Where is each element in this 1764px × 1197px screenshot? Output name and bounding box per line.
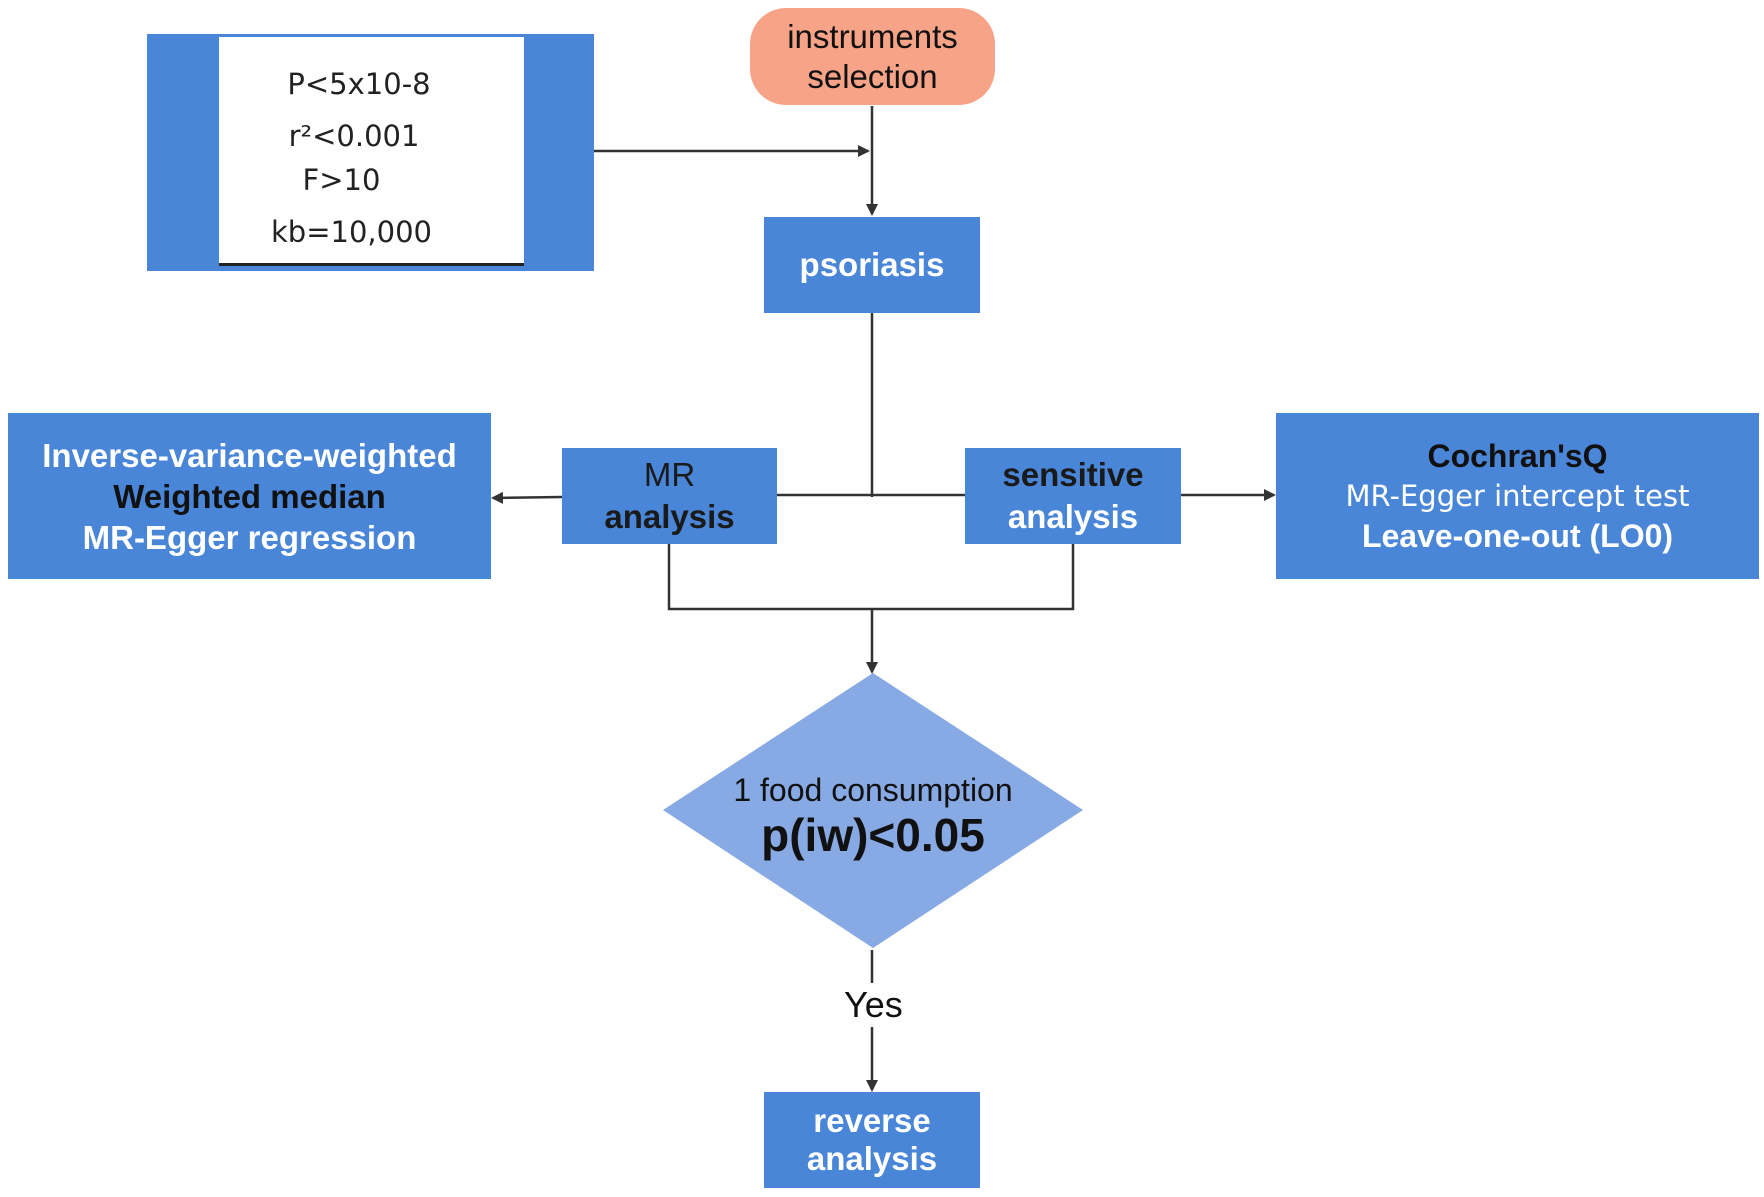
reverse-analysis-node: reverse analysis bbox=[764, 1092, 980, 1188]
mr-method-egger-regression: MR-Egger regression bbox=[82, 518, 417, 556]
start-node-line-2: selection bbox=[807, 57, 938, 95]
sensitivity-method-leave-one-out: Leave-one-out (LO0) bbox=[1361, 518, 1674, 554]
mr-methods-box: Inverse-variance-weighted Weighted media… bbox=[8, 413, 491, 579]
decision-diamond bbox=[663, 673, 1083, 948]
merge-line bbox=[667, 544, 1075, 611]
start-node-line-1: instruments bbox=[787, 17, 958, 55]
sensitivity-method-cochran-q: Cochran'sQ bbox=[1427, 438, 1608, 474]
mr-analysis-line-1: MR bbox=[643, 456, 696, 493]
sensitivity-methods-box: Cochran'sQ MR-Egger intercept test Leave… bbox=[1276, 413, 1759, 579]
criteria-panel: P<5x10-8 r²<0.001 F>10 kb=10,000 bbox=[219, 37, 524, 266]
sensitive-analysis-node: sensitive analysis bbox=[965, 448, 1181, 544]
mr-analysis-line-2: analysis bbox=[604, 498, 735, 535]
mr-method-ivw: Inverse-variance-weighted bbox=[42, 436, 457, 474]
reverse-analysis-line-2: analysis bbox=[806, 1140, 938, 1177]
psoriasis-label: psoriasis bbox=[799, 246, 945, 283]
yes-edge-label: Yes bbox=[840, 983, 907, 1027]
criteria-p-threshold: P<5x10-8 bbox=[287, 67, 431, 101]
mr-to-methods-arrow bbox=[491, 491, 563, 504]
reverse-analysis-line-1: reverse bbox=[813, 1102, 931, 1139]
start-node: instruments selection bbox=[750, 8, 995, 105]
mr-analysis-node: MR analysis bbox=[562, 448, 777, 544]
sensitivity-method-egger-intercept: MR-Egger intercept test bbox=[1345, 479, 1690, 513]
criteria-f-threshold: F>10 bbox=[302, 163, 381, 197]
sensitive-analysis-line-2: analysis bbox=[1007, 498, 1139, 535]
criteria-box: P<5x10-8 r²<0.001 F>10 kb=10,000 bbox=[147, 34, 594, 271]
decision-text: 1 food consumption p(iw)<0.05 bbox=[663, 760, 1083, 870]
criteria-r2-threshold: r²<0.001 bbox=[288, 119, 420, 153]
decision-line-1: 1 food consumption bbox=[733, 772, 1013, 808]
criteria-kb-window: kb=10,000 bbox=[271, 215, 432, 249]
decision-line-2: p(iw)<0.05 bbox=[761, 809, 985, 861]
sensitive-analysis-line-1: sensitive bbox=[1002, 456, 1144, 493]
psoriasis-node: psoriasis bbox=[764, 217, 980, 313]
mr-method-weighted-median: Weighted median bbox=[113, 477, 386, 515]
